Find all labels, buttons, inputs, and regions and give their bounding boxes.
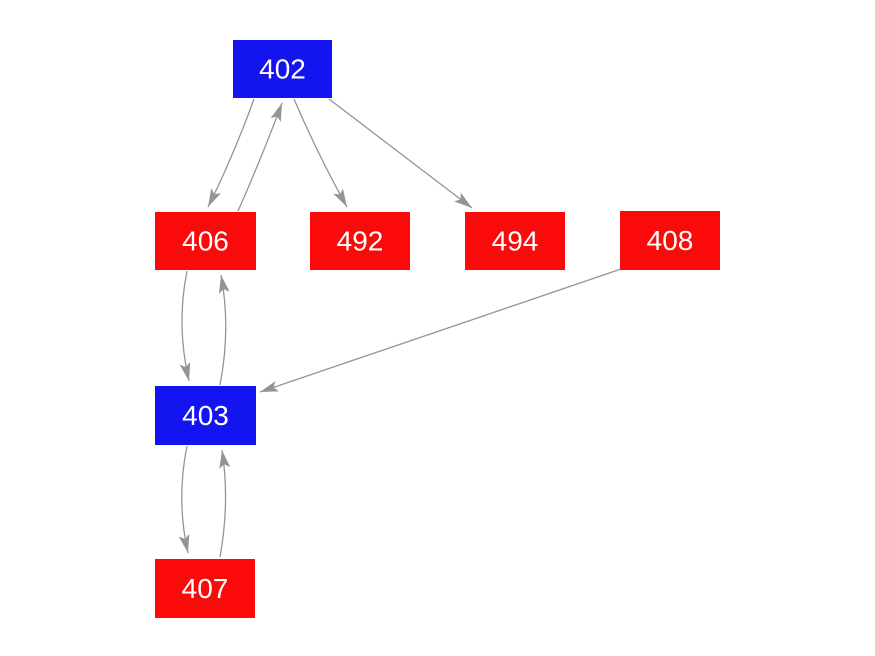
edge-406-403: [179, 270, 191, 382]
node-rect-403[interactable]: [155, 386, 256, 445]
graph-node-494[interactable]: 494: [465, 212, 565, 270]
edge-406-402: [237, 102, 283, 212]
edge-402-492: [293, 98, 348, 208]
node-label-407: 407: [182, 573, 229, 604]
node-label-408: 408: [647, 225, 694, 256]
node-label-494: 494: [492, 226, 539, 257]
graph-node-403[interactable]: 403: [155, 386, 256, 445]
graph-node-408[interactable]: 408: [620, 211, 720, 270]
node-label-403: 403: [182, 400, 229, 431]
edge-403-407: [178, 445, 190, 554]
graph-node-407[interactable]: 407: [155, 559, 255, 618]
node-rect-494[interactable]: [465, 212, 565, 270]
node-label-406: 406: [182, 226, 229, 257]
graph-node-402[interactable]: 402: [233, 40, 332, 98]
node-rect-406[interactable]: [155, 212, 256, 270]
edge-layer: [178, 98, 622, 558]
node-layer: 402 406 492 494 408 403 407: [155, 40, 720, 618]
edge-402-406: [207, 98, 255, 208]
edge-408-403: [259, 268, 622, 393]
node-rect-407[interactable]: [155, 559, 255, 618]
edge-407-403: [219, 449, 231, 558]
node-rect-492[interactable]: [310, 212, 410, 270]
node-rect-402[interactable]: [233, 40, 332, 98]
node-rect-408[interactable]: [620, 211, 720, 270]
graph-node-492[interactable]: 492: [310, 212, 410, 270]
edge-402-494: [328, 98, 473, 209]
node-label-402: 402: [259, 54, 306, 85]
graph-node-406[interactable]: 406: [155, 212, 256, 270]
edge-403-406: [219, 274, 230, 386]
node-label-492: 492: [337, 226, 384, 257]
